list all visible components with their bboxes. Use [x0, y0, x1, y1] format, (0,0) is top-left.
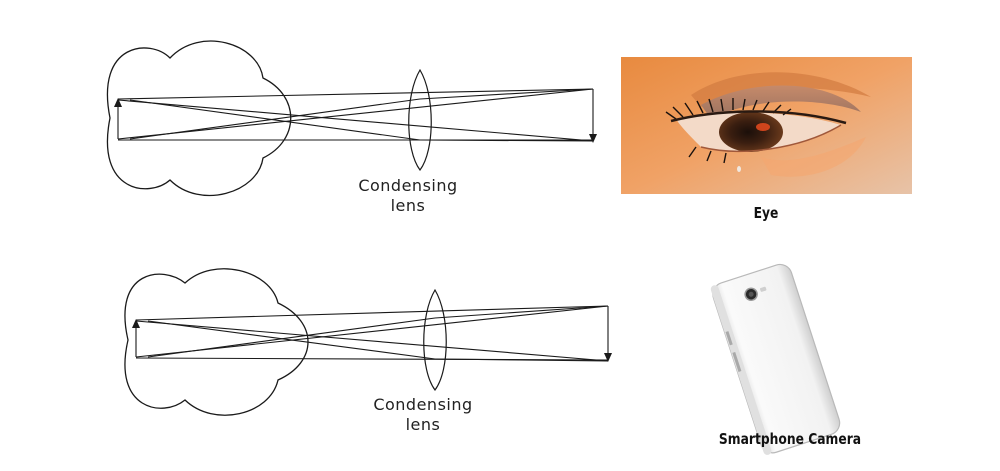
flash — [759, 286, 767, 292]
eyeball-outline — [107, 40, 292, 197]
ray-top-upper — [135, 305, 609, 321]
phone-body — [712, 263, 841, 454]
ray-cross-3 — [129, 99, 421, 141]
object-arrowhead — [604, 353, 612, 362]
ray-fan-2 — [434, 358, 609, 362]
condensing-lens — [423, 288, 447, 392]
eyeball-outline — [124, 268, 309, 416]
lens-label-line1: Condensing — [373, 395, 473, 414]
ray-cross-2 — [117, 88, 594, 140]
ray-cross-1 — [135, 320, 609, 362]
image-arrowhead — [114, 98, 122, 107]
lens-label-line2: lens — [405, 415, 441, 434]
ray-cross-4 — [147, 317, 436, 358]
eye-caption: Eye — [753, 204, 779, 222]
lens-label-top: Condensing lens — [348, 176, 468, 216]
image-arrowhead — [132, 319, 140, 328]
lens-label-line1: Condensing — [358, 176, 458, 195]
ray-cross-4 — [129, 98, 421, 140]
ray-cross-2 — [135, 305, 609, 358]
eye-photo — [621, 57, 912, 194]
lens-label-line2: lens — [390, 196, 426, 215]
eye-lens-ray-diagram-top — [107, 40, 597, 197]
lens-label-bottom: Condensing lens — [363, 395, 483, 435]
eye-lens-ray-diagram-bottom — [124, 268, 612, 416]
ray-cross-1 — [117, 99, 594, 142]
ray-fan-2 — [419, 139, 594, 142]
ray-cross-3 — [147, 320, 436, 360]
ray-fan-1 — [419, 88, 594, 100]
object-arrowhead — [589, 134, 597, 143]
smartphone-caption: Smartphone Camera — [718, 430, 862, 448]
condensing-lens — [408, 68, 432, 172]
smartphone-photo — [700, 258, 850, 458]
ray-top-upper — [117, 88, 594, 100]
ray-fan-1 — [434, 305, 609, 319]
